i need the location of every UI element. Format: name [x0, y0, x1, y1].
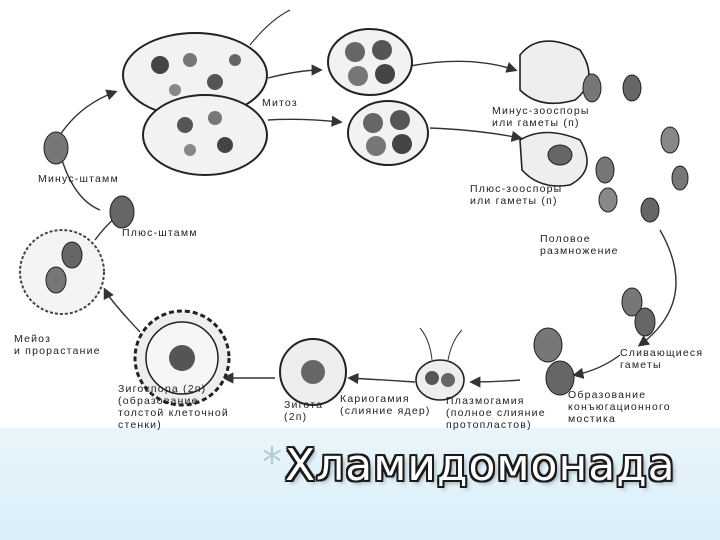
label-fusing-1: Сливающиеся: [620, 347, 703, 359]
label-zygospore-4: стенки): [118, 419, 162, 431]
label-plus-strain: Плюс-штамм: [122, 227, 198, 239]
label-zygospore-2: (образование: [118, 395, 199, 407]
label-zygospore-3: толстой клеточной: [118, 407, 229, 419]
meiosis-cell: [19, 229, 105, 315]
plasmogamy-cell: [415, 327, 465, 401]
label-bridge-1: Образование: [568, 389, 646, 401]
label-plus-zoospores-2: или гаметы (п): [470, 195, 558, 207]
label-bridge-2: конъюгационного: [568, 401, 671, 413]
label-meiosis-1: Мейоз: [14, 333, 51, 345]
label-plasmogamy-3: протопластов): [446, 419, 532, 431]
label-plasmogamy-2: (полное слияние: [446, 407, 546, 419]
label-sexual-2: размножение: [540, 245, 619, 257]
zoospore-release-plus: [519, 131, 689, 223]
label-plus-zoospores-1: Плюс-зооспоры: [470, 183, 562, 195]
label-karyogamy-2: (слияние ядер): [340, 405, 431, 417]
label-bridge-3: мостика: [568, 413, 616, 425]
zygospore-cell: [133, 309, 231, 407]
label-sexual-1: Половое: [540, 233, 591, 245]
title-text: Хламидомонада: [285, 440, 676, 491]
label-fusing-2: гаметы: [620, 359, 662, 371]
conjugation-bridge: [533, 327, 575, 396]
diagram-labels: Митоз Минус-штамм Плюс-штамм Минус-зоосп…: [14, 97, 703, 431]
label-minus-zoospores-2: или гаметы (п): [492, 117, 580, 129]
label-meiosis-2: и прорастание: [14, 345, 101, 357]
mitosis-cell-bottom: [347, 100, 429, 166]
mother-cell-bottom: [142, 94, 268, 176]
mother-cell-top: [122, 9, 291, 118]
label-zygospore-1: Зигоспора (2п): [118, 383, 206, 395]
title-star: *: [262, 440, 283, 486]
slide-title: *Хламидомонада: [262, 440, 676, 491]
fusing-gametes: [621, 287, 656, 337]
zoospore-release-minus: [519, 40, 680, 154]
label-minus-zoospores-1: Минус-зооспоры: [492, 105, 590, 117]
label-karyogamy-1: Кариогамия: [340, 393, 410, 405]
minus-strain-cell: [43, 131, 69, 165]
zygote-cell: [279, 338, 347, 406]
mitosis-cell-top: [327, 28, 413, 96]
label-minus-strain: Минус-штамм: [38, 173, 119, 185]
bottom-band: [0, 428, 720, 540]
label-zygote-2: (2п): [284, 411, 307, 423]
label-mitoz: Митоз: [262, 97, 298, 109]
plus-strain-cell: [109, 195, 135, 229]
label-plasmogamy-1: Плазмогамия: [446, 395, 525, 407]
label-zygote-1: Зигота: [284, 399, 323, 411]
